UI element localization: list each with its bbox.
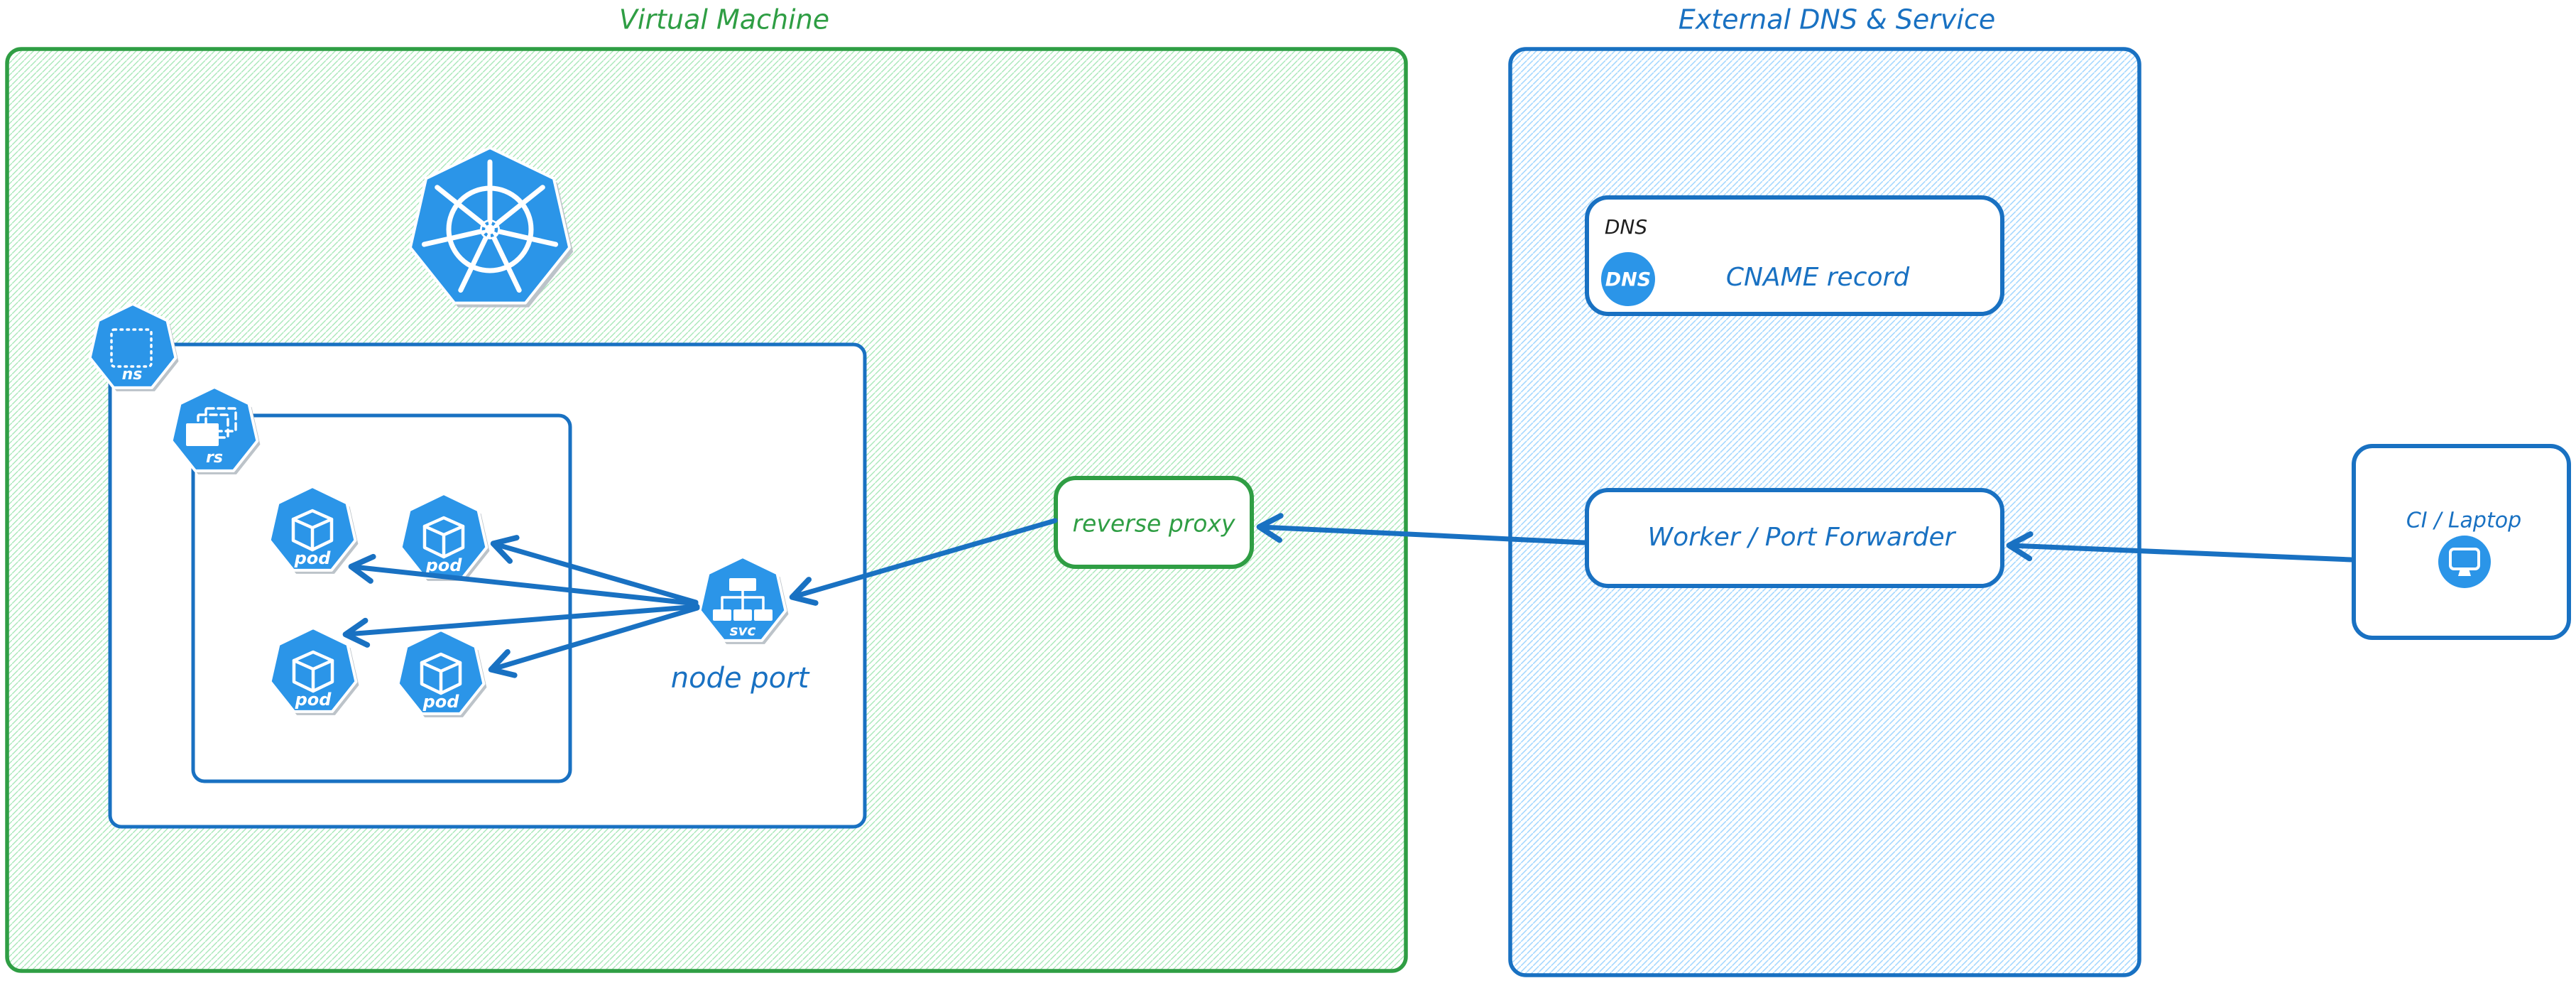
ci-laptop-label: CI / Laptop (2406, 509, 2521, 533)
ns-icon-label: ns (122, 366, 143, 384)
arrow-svc-to-pod-4 (488, 605, 700, 678)
arrow-svc-to-pod-1 (348, 553, 699, 607)
arrow-svc-to-pod-2 (490, 535, 699, 605)
worker-box (1585, 488, 2004, 588)
dns-box (1585, 195, 2004, 316)
arrows (342, 513, 2354, 678)
laptop-icon (2438, 536, 2491, 588)
arrow-worker-to-reverse-proxy (1256, 513, 1587, 545)
arrow-ci-to-worker (2006, 531, 2354, 563)
node-port-label: node port (671, 662, 810, 695)
arrow-svc-to-pod-3 (342, 604, 700, 648)
namespace-icon: ns (88, 303, 179, 391)
svc-icon-label: svc (730, 622, 756, 639)
dns-icon-label: DNS (1605, 269, 1651, 291)
dns-icon: DNS (1601, 252, 1655, 306)
arrow-reverse-proxy-to-nodeport (789, 518, 1058, 606)
cname-record-label: CNAME record (1726, 263, 1911, 292)
service-icon: svc (698, 555, 789, 644)
replicaset-icon: rs (170, 386, 261, 474)
rs-icon-label: rs (206, 449, 223, 467)
kubernetes-icon (408, 146, 574, 308)
dns-tag-label: DNS (1605, 215, 1647, 239)
external-group-title: External DNS & Service (1679, 4, 1995, 36)
reverse-proxy-label: reverse proxy (1072, 510, 1235, 538)
worker-label: Worker / Port Forwarder (1648, 523, 1957, 552)
replicaset-box (191, 413, 572, 783)
vm-group-title: Virtual Machine (619, 4, 829, 36)
